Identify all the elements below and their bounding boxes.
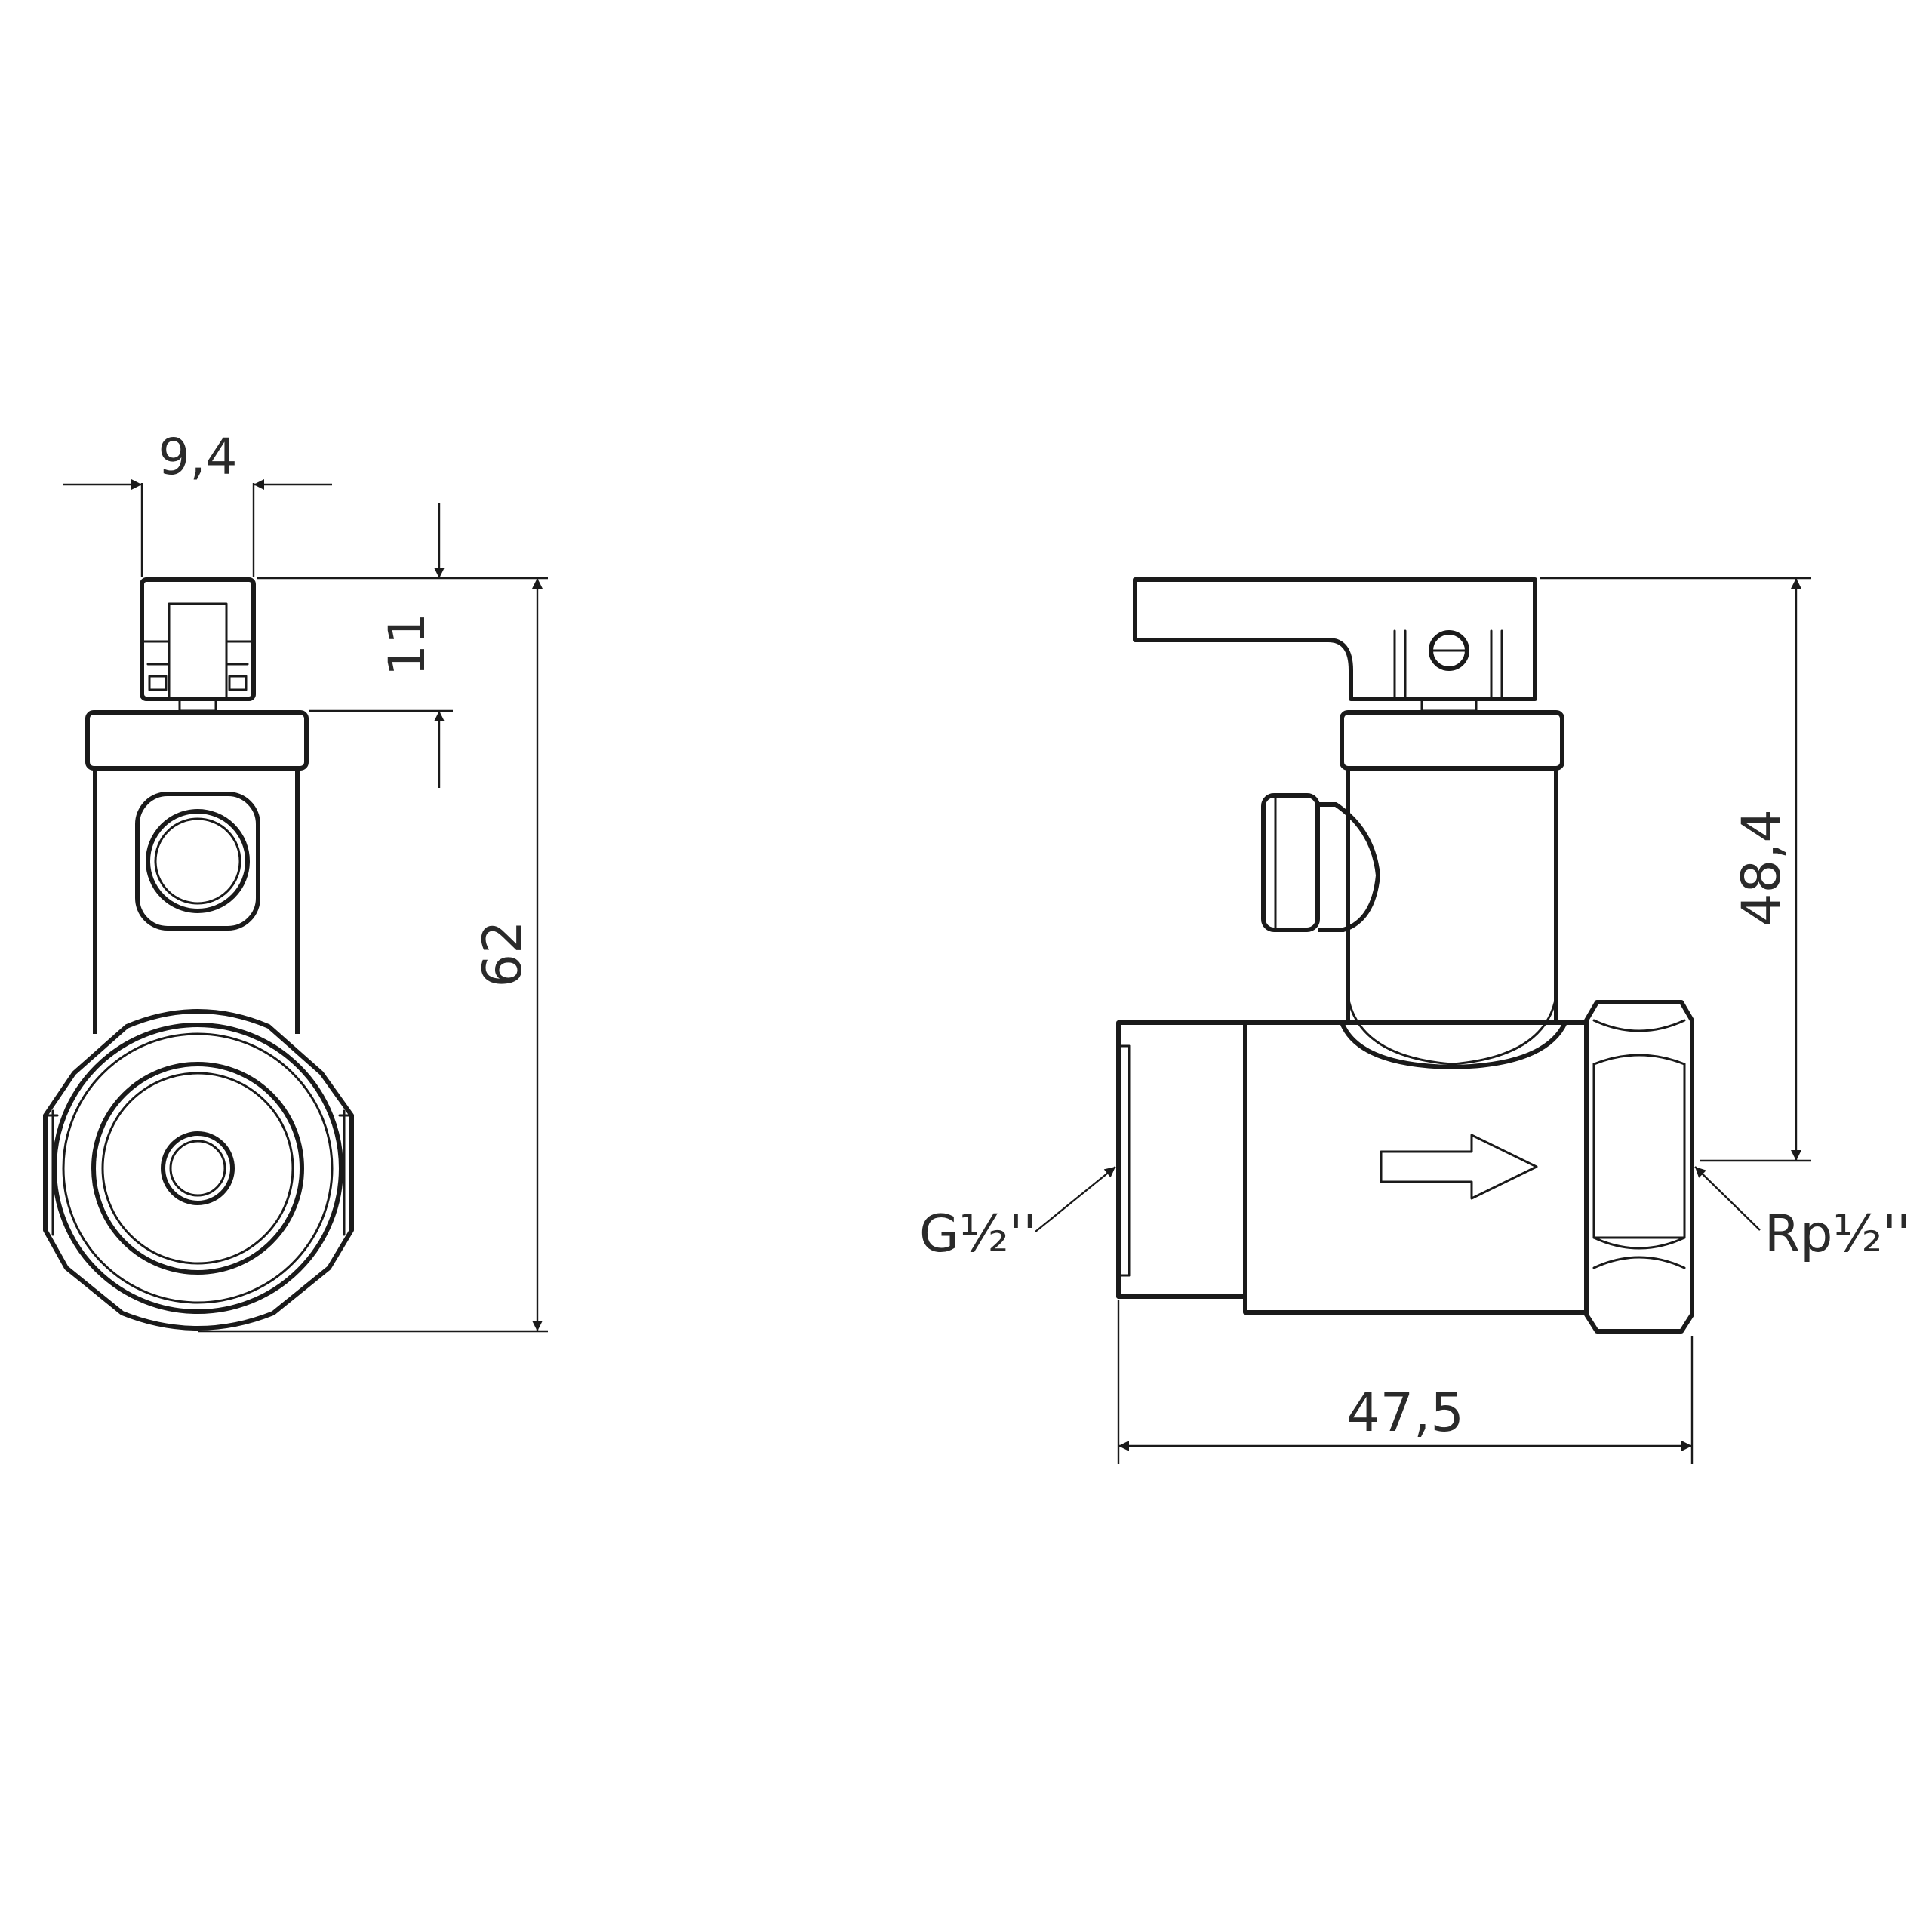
thread-label-inlet: G½'' [919, 1204, 1037, 1264]
callout-outlet-thread: Rp½'' [1694, 1166, 1911, 1264]
side-drain-outlet [1261, 793, 1380, 932]
side-view: 48,4 47,5 G½'' Rp½'' [919, 577, 1911, 1464]
arrow-right-icon [1380, 1134, 1538, 1200]
dim-label-11: 11 [378, 613, 436, 676]
side-hex-nut [1584, 1000, 1694, 1334]
side-lever-handle [1133, 577, 1537, 712]
dim-label-48-4: 48,4 [1730, 809, 1792, 927]
dim-side-height: 48,4 [1540, 577, 1811, 1162]
dim-label-9-4: 9,4 [158, 428, 238, 486]
front-drain-boss [135, 792, 260, 931]
front-hex-nut [43, 1009, 354, 1331]
thread-label-outlet: Rp½'' [1764, 1204, 1911, 1264]
dim-label-47-5: 47,5 [1346, 1382, 1464, 1444]
front-bonnet [85, 710, 309, 771]
side-upper-body [1340, 768, 1567, 1069]
side-bonnet [1340, 710, 1564, 771]
side-inlet-pipe [1116, 1020, 1245, 1299]
callout-inlet-thread: G½'' [919, 1166, 1116, 1264]
dim-handle-width: 9,4 [63, 428, 332, 577]
dim-total-height: 62 [198, 577, 548, 1333]
front-body [93, 768, 300, 1034]
dim-label-62: 62 [472, 920, 534, 987]
front-handle [140, 577, 256, 712]
dim-total-length: 47,5 [1117, 1300, 1694, 1464]
front-view: 9,4 11 62 [43, 428, 548, 1333]
dim-handle-height: 11 [257, 503, 453, 788]
